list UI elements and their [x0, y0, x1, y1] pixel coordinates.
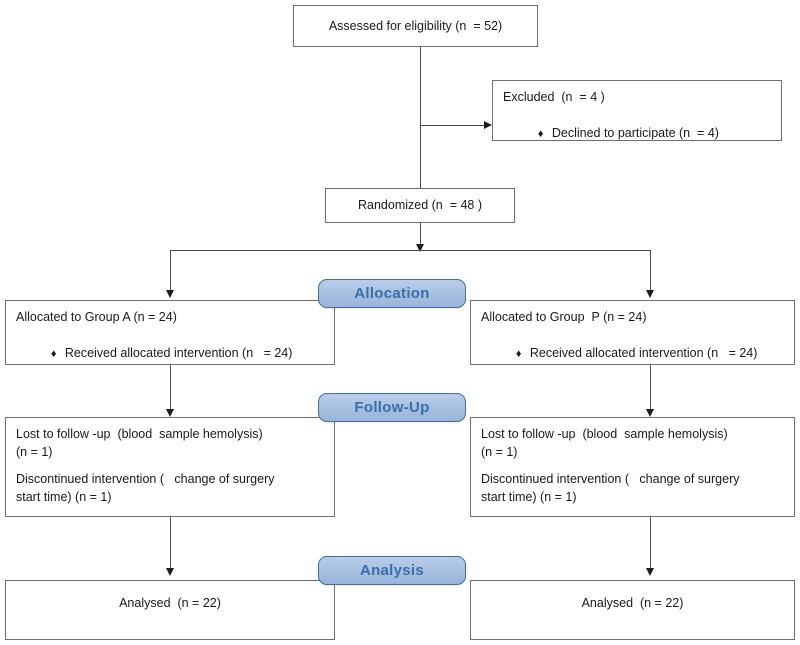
connector-allocation-to-followup-right	[650, 365, 651, 410]
allocation-left-bullet-item: ♦ Received allocated intervention (n = 24…	[16, 326, 324, 381]
analysis-right-text: Analysed (n = 22)	[581, 596, 684, 610]
excluded-heading: Excluded (n = 4 )	[503, 90, 605, 104]
allocation-left-bullet-text: Received allocated intervention (n = 24)	[64, 346, 293, 361]
connector-enrollment-trunk	[420, 47, 421, 188]
stage-banner-allocation: Allocation	[318, 279, 466, 308]
arrow-split-right-icon	[645, 290, 654, 298]
allocation-right-heading: Allocated to Group P (n = 24)	[481, 310, 647, 324]
allocation-right-box: Allocated to Group P (n = 24) ♦ Received …	[470, 300, 795, 365]
allocation-right-bullet-item: ♦ Received allocated intervention (n = 24…	[481, 326, 784, 381]
followup-right-line-2: (n = 1)	[481, 445, 518, 460]
connector-split-right	[650, 250, 651, 292]
randomized-text: Randomized (n = 48 )	[357, 198, 483, 213]
followup-left-spacer	[16, 461, 324, 470]
excluded-box: Excluded (n = 4 ) ♦ Declined to participa…	[492, 80, 782, 141]
connector-split-left	[170, 250, 171, 292]
allocation-left-heading: Allocated to Group A (n = 24)	[16, 310, 177, 324]
enrollment-box: Assessed for eligibility (n = 52)	[293, 5, 538, 47]
arrow-to-excluded-icon	[484, 120, 492, 129]
analysis-right-box: Analysed (n = 22)	[470, 580, 795, 640]
connector-randomized-stub	[420, 223, 421, 247]
followup-right-box: Lost to follow -up (blood sample hemolys…	[470, 417, 795, 517]
bullet-icon: ♦	[515, 348, 522, 361]
arrow-followup-right-icon	[645, 409, 654, 417]
connector-allocation-to-followup-left	[170, 365, 171, 410]
randomized-box: Randomized (n = 48 )	[325, 188, 515, 223]
stage-banner-analysis: Analysis	[318, 556, 466, 585]
enrollment-text: Assessed for eligibility (n = 52)	[328, 18, 503, 33]
analysis-left-text: Analysed (n = 22)	[119, 596, 221, 610]
followup-left-line-1: Lost to follow -up (blood sample hemolys…	[16, 427, 263, 441]
excluded-bullet-item: ♦ Declined to participate (n = 4)	[503, 106, 771, 161]
arrow-followup-left-icon	[165, 409, 174, 417]
arrow-split-left-icon	[165, 290, 174, 298]
allocation-right-bullet-text: Received allocated intervention (n = 24)	[529, 346, 758, 361]
followup-right-line-1: Lost to follow -up (blood sample hemolys…	[481, 427, 728, 441]
connector-followup-to-analysis-right	[650, 517, 651, 569]
followup-left-line-2: (n = 1)	[16, 445, 53, 460]
arrow-analysis-left-icon	[165, 568, 174, 576]
followup-left-line-4: start time) (n = 1)	[16, 490, 112, 505]
followup-left-line-3: Discontinued intervention ( change of su…	[16, 472, 275, 487]
connector-excluded-horizontal	[420, 125, 484, 126]
allocation-left-box: Allocated to Group A (n = 24) ♦ Received …	[5, 300, 335, 365]
arrow-analysis-right-icon	[645, 568, 654, 576]
followup-right-line-4: start time) (n = 1)	[481, 490, 577, 505]
stage-banner-followup: Follow-Up	[318, 393, 466, 422]
connector-followup-to-analysis-left	[170, 517, 171, 569]
excluded-bullet-text: Declined to participate (n = 4)	[551, 126, 719, 141]
bullet-icon: ♦	[50, 348, 57, 361]
followup-left-box: Lost to follow -up (blood sample hemolys…	[5, 417, 335, 517]
stage-banner-allocation-label: Allocation	[354, 285, 430, 302]
stage-banner-analysis-label: Analysis	[359, 562, 425, 579]
arrow-randomized-split-icon	[415, 244, 424, 252]
analysis-left-box: Analysed (n = 22)	[5, 580, 335, 640]
followup-right-spacer	[481, 461, 784, 470]
stage-banner-followup-label: Follow-Up	[354, 399, 430, 416]
followup-right-line-3: Discontinued intervention ( change of su…	[481, 472, 740, 487]
connector-split-bar	[170, 250, 650, 251]
bullet-icon: ♦	[537, 128, 544, 141]
